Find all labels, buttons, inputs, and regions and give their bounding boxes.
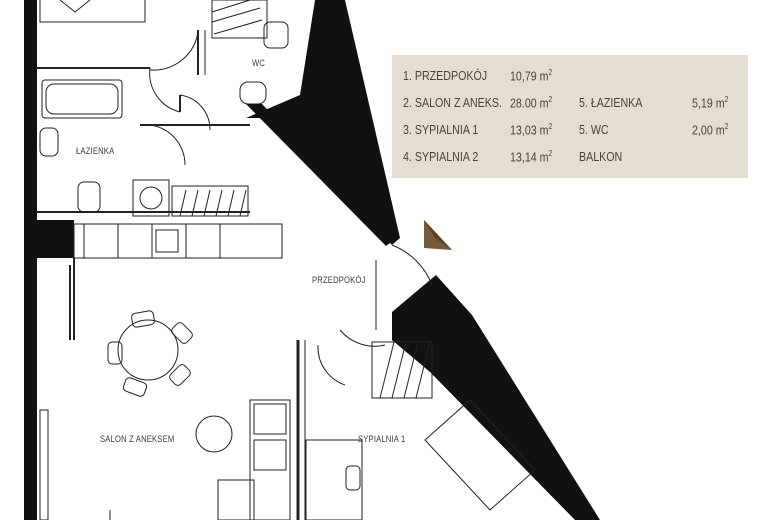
legend-name-4: 4. SYPIALNIA 2 [403,149,479,164]
washing-machine [132,179,170,217]
legend-area-3: 13,03 m2 [510,122,553,138]
legend-name-3: 3. SYPIALNIA 1 [403,122,479,137]
legend-name-1: 1. PRZEDPOKÓJ [403,68,488,83]
room-label-wc: WC [252,58,266,68]
outer-wall-left [24,0,37,520]
sink [39,127,59,157]
legend-name-2: 2. SALON Z ANEKS. [403,95,502,110]
room-label-przedpokoj: PRZEDPOKÓJ [312,275,366,285]
legend-area-5: 5,19 m2 [692,95,729,111]
outer-wall-diagonal-top [246,0,400,245]
legend-area-1: 10,79 m2 [510,68,553,84]
room-label-lazienka: ŁAZIENKA [76,146,115,156]
legend-name-5: 5. ŁAZIENKA [579,95,643,110]
room-label-sypialnia1: SYPIALNIA 1 [358,434,406,444]
wall-block-left [24,220,74,258]
legend-name-6: 5. WC [579,122,609,137]
toilet-bathroom [77,181,101,213]
toilet-wc [263,21,289,49]
outer-wall-diagonal-bottom [392,275,600,520]
area-legend: 1. PRZEDPOKÓJ 10,79 m2 2. SALON Z ANEKS.… [392,55,748,178]
room-label-salon: SALON Z ANEKSEM [100,434,175,444]
legend-name-7: BALKON [579,149,623,164]
sofa [249,399,291,520]
legend-area-4: 13,14 m2 [510,149,553,165]
bathtub [41,79,123,119]
bed-bedroom [424,399,536,511]
bed-top [39,0,146,23]
dining-table [117,319,179,381]
kitchen-counter [73,223,283,259]
legend-area-2: 28.00 m2 [510,95,553,111]
legend-area-6: 2,00 m2 [692,122,729,138]
